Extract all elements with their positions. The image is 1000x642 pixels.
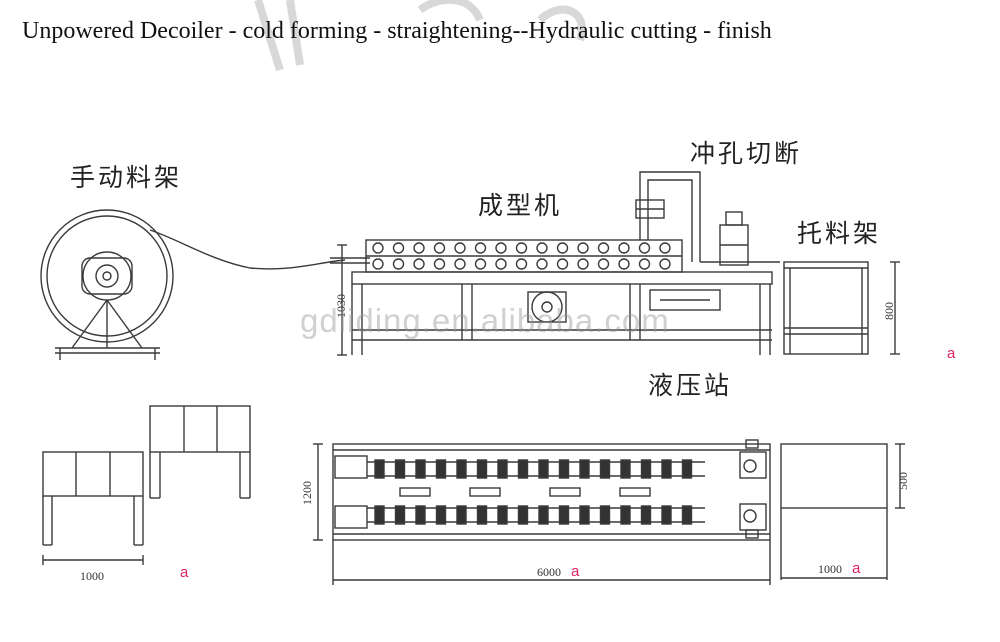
plan-roller: [620, 505, 631, 525]
dim-width-frame: 1000: [80, 569, 104, 583]
plan-roller: [599, 505, 611, 525]
plan-roller: [374, 505, 385, 525]
watermark: gdliding.en.alibaba.com: [300, 302, 670, 339]
plan-roller: [538, 505, 549, 525]
roller-bottom: [474, 258, 487, 270]
roller-top: [372, 242, 384, 254]
roller-bottom: [556, 258, 569, 270]
dim-length-table-plan: 1000: [818, 562, 842, 576]
plan-roller: [394, 459, 406, 479]
page-title: Unpowered Decoiler - cold forming - stra…: [22, 18, 772, 44]
roller-top: [638, 242, 651, 254]
plan-roller: [517, 505, 529, 525]
plan-roller: [497, 505, 508, 525]
plan-roller: [415, 459, 426, 479]
roller-top: [556, 242, 569, 254]
roller-bottom: [372, 258, 384, 270]
roller-bottom: [597, 258, 610, 270]
plan-roller: [640, 459, 652, 479]
plan-roller: [394, 505, 406, 525]
frame-back: [149, 405, 251, 499]
plan-roller: [661, 459, 672, 479]
plan-roller: [620, 459, 631, 479]
plan-roller: [456, 505, 467, 525]
plan-roller: [456, 459, 467, 479]
forming-rollers: [372, 242, 671, 270]
roller-top: [659, 242, 671, 254]
plan-roller: [558, 505, 570, 525]
roller-bottom: [659, 258, 671, 270]
roller-bottom: [638, 258, 651, 270]
label-hydraulic: 液压站: [648, 371, 733, 400]
runout-table: [783, 261, 900, 355]
label-decoiler: 手动料架: [70, 163, 183, 192]
plan-roller: [558, 459, 570, 479]
roller-bottom: [577, 258, 589, 270]
roller-top: [577, 242, 589, 254]
plan-roller: [374, 459, 385, 479]
plan-roller: [579, 459, 590, 479]
decoiler: [40, 209, 346, 360]
plan-roller: [497, 459, 508, 479]
roller-top: [392, 242, 405, 254]
dim-width-main: 1200: [300, 481, 314, 505]
dim-height-table: 800: [882, 302, 896, 320]
roller-bottom: [413, 258, 425, 270]
roller-bottom: [618, 258, 630, 270]
roller-bottom: [433, 258, 446, 270]
forming-machine: [330, 171, 780, 356]
roller-top: [474, 242, 487, 254]
label-forming: 成型机: [478, 191, 563, 220]
marker-a-4: a: [852, 560, 861, 577]
roller-bottom: [515, 258, 528, 270]
plan-rollers: [374, 459, 693, 525]
roller-top: [495, 242, 507, 254]
frame-front: [42, 451, 144, 565]
roller-top: [618, 242, 630, 254]
plan-roller: [661, 505, 672, 525]
roller-top: [433, 242, 446, 254]
plan-roller: [599, 459, 611, 479]
marker-a-2: a: [180, 564, 189, 581]
plan-roller: [476, 459, 488, 479]
roller-top: [413, 242, 425, 254]
roller-bottom: [392, 258, 405, 270]
roller-bottom: [454, 258, 466, 270]
marker-a-1: a: [947, 345, 956, 362]
roller-top: [597, 242, 610, 254]
roller-top: [454, 242, 466, 254]
dim-length-main: 6000: [537, 565, 561, 579]
marker-a-3: a: [571, 563, 580, 580]
plan-roller: [517, 459, 529, 479]
runout-table-plan: [780, 443, 905, 580]
label-cutting: 冲孔切断: [690, 139, 803, 168]
plan-roller: [579, 505, 590, 525]
plan-roller: [538, 459, 549, 479]
plan-roller: [435, 459, 447, 479]
plan-roller: [640, 505, 652, 525]
roller-bottom: [536, 258, 548, 270]
plan-roller: [681, 459, 693, 479]
roller-bottom: [495, 258, 507, 270]
roller-top: [515, 242, 528, 254]
dim-width-table-plan: 500: [896, 472, 910, 490]
plan-roller: [681, 505, 693, 525]
roller-top: [536, 242, 548, 254]
plan-roller: [435, 505, 447, 525]
plan-roller: [476, 505, 488, 525]
label-table: 托料架: [797, 219, 882, 248]
plan-roller: [415, 505, 426, 525]
